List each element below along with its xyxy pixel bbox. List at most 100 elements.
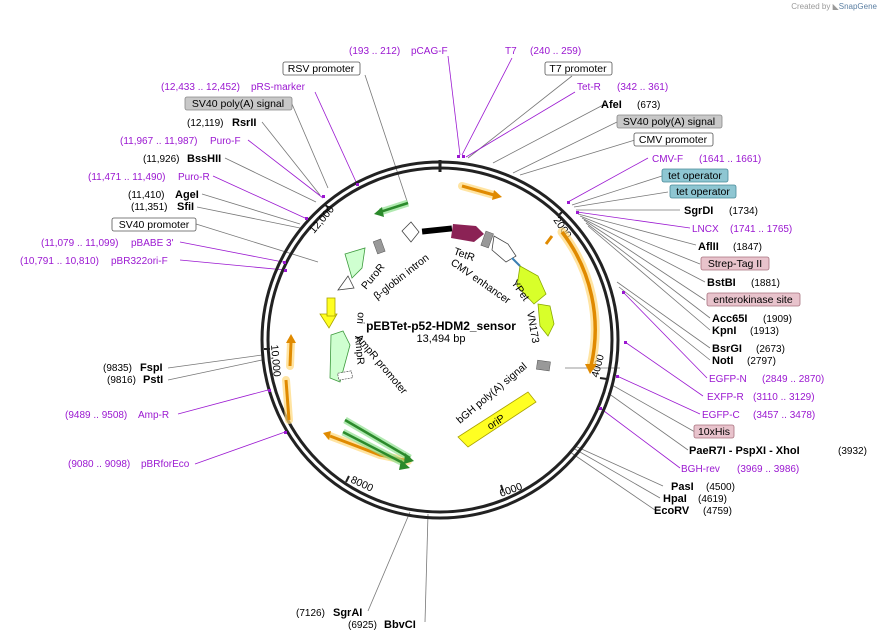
annotation-psti[interactable]: (9816) PstI bbox=[107, 374, 163, 386]
site-coord: (4500) bbox=[706, 482, 735, 493]
annotation-agei[interactable]: (11,410) AgeI bbox=[128, 189, 199, 201]
primer-name: Puro-R bbox=[178, 172, 210, 183]
annotation-rsv-promoter[interactable]: RSV promoter bbox=[282, 61, 361, 76]
annotation-10xhis[interactable]: 10xHis bbox=[693, 424, 735, 439]
site-coord: (1909) bbox=[763, 314, 792, 325]
site-name: Acc65I bbox=[712, 313, 747, 325]
primer-name: Puro-F bbox=[210, 136, 241, 147]
primer-name: EXFP-R bbox=[707, 392, 744, 403]
annotation-puro-r[interactable]: (11,471 .. 11,490) Puro-R bbox=[88, 172, 210, 183]
primer-name: pCAG-F bbox=[411, 46, 448, 57]
feature-label-vn173: VN173 bbox=[524, 310, 541, 344]
primer-name: EGFP-N bbox=[709, 374, 747, 385]
annotation-list: (193 .. 212) pCAG-F T7 (240 .. 259) RSV … bbox=[20, 46, 867, 631]
site-coord: (12,119) bbox=[187, 118, 224, 129]
primer-name: CMV-F bbox=[652, 154, 683, 165]
primer-range: (10,791 .. 10,810) bbox=[20, 256, 99, 267]
annotation-amp-r[interactable]: (9489 .. 9508) Amp-R bbox=[65, 410, 169, 421]
site-coord: (9835) bbox=[103, 363, 132, 374]
site-name: RsrII bbox=[232, 117, 256, 129]
annotation-sgrdi[interactable]: SgrDI (1734) bbox=[684, 205, 758, 217]
annotation-fspi[interactable]: (9835) FspI bbox=[103, 362, 163, 374]
feature-box-label: tet operator bbox=[676, 186, 730, 198]
annotation-enterokinase-site[interactable]: enterokinase site bbox=[706, 292, 801, 307]
annotation-sv40-polya-right[interactable]: SV40 poly(A) signal bbox=[616, 114, 723, 129]
annotation-kpni[interactable]: KpnI (1913) bbox=[712, 325, 779, 337]
annotation-egfp-n[interactable]: EGFP-N (2849 .. 2870) bbox=[709, 374, 824, 385]
annotation-pbr322ori-f[interactable]: (10,791 .. 10,810) pBR322ori-F bbox=[20, 256, 168, 267]
annotation-t7-promoter[interactable]: T7 promoter bbox=[544, 61, 613, 76]
feature-box-label: 10xHis bbox=[698, 426, 730, 438]
annotation-tet-operator-2[interactable]: tet operator bbox=[669, 184, 737, 199]
primer-range: (11,079 .. 11,099) bbox=[41, 238, 118, 249]
annotation-exfp-r[interactable]: EXFP-R (3110 .. 3129) bbox=[707, 392, 815, 403]
annotation-sgrai[interactable]: (7126) SgrAI bbox=[296, 607, 362, 619]
annotation-sv40-promoter[interactable]: SV40 promoter bbox=[111, 217, 197, 232]
primer-range: (9489 .. 9508) bbox=[65, 410, 127, 421]
site-coord: (11,926) bbox=[143, 154, 180, 165]
annotation-noti[interactable]: NotI (2797) bbox=[712, 355, 776, 367]
annotation-pasi[interactable]: PasI (4500) bbox=[671, 481, 735, 493]
annotation-lncx[interactable]: LNCX (1741 .. 1765) bbox=[692, 224, 792, 235]
annotation-sv40-polya-left[interactable]: SV40 poly(A) signal bbox=[184, 96, 293, 111]
annotation-acc65i[interactable]: Acc65I (1909) bbox=[712, 313, 792, 325]
primer-name: pRS-marker bbox=[251, 82, 306, 93]
site-coord: (1913) bbox=[750, 326, 779, 337]
plasmid-name: pEBTet-p52-HDM2_sensor bbox=[366, 319, 516, 333]
tick-labels: 2000 4000 6000 8000 10,000 12,000 bbox=[268, 203, 607, 499]
annotation-afei[interactable]: AfeI (673) bbox=[601, 99, 660, 111]
annotation-strep-tag-ii[interactable]: Strep-Tag II bbox=[700, 256, 770, 271]
annotation-cmv-f[interactable]: CMV-F (1641 .. 1661) bbox=[652, 154, 761, 165]
site-coord: (2797) bbox=[747, 356, 776, 367]
annotation-tet-operator-1[interactable]: tet operator bbox=[661, 168, 729, 183]
annotation-prs-marker[interactable]: (12,433 .. 12,452) pRS-marker bbox=[161, 82, 306, 93]
leader-lines bbox=[167, 55, 711, 623]
annotation-paer7i-pspxi-xhoi[interactable]: PaeR7I - PspXI - XhoI (3932) bbox=[689, 445, 867, 457]
site-coord: (7126) bbox=[296, 608, 325, 619]
annotation-aflii[interactable]: AflII (1847) bbox=[698, 241, 762, 253]
annotation-cmv-promoter[interactable]: CMV promoter bbox=[633, 132, 714, 147]
plasmid-length: 13,494 bp bbox=[417, 333, 466, 345]
site-coord: (673) bbox=[637, 100, 660, 111]
annotation-egfp-c[interactable]: EGFP-C (3457 .. 3478) bbox=[702, 410, 815, 421]
feature-box-label: tet operator bbox=[668, 170, 722, 182]
annotation-bsrgi[interactable]: BsrGI (2673) bbox=[712, 343, 785, 355]
primer-name: pBRforEco bbox=[141, 459, 190, 470]
site-name: BbvCI bbox=[384, 619, 416, 631]
site-coord: (1881) bbox=[751, 278, 780, 289]
annotation-t7-range[interactable]: (240 .. 259) bbox=[530, 46, 581, 57]
site-coord: (11,410) bbox=[128, 190, 165, 201]
annotation-puro-f[interactable]: (11,967 .. 11,987) Puro-F bbox=[120, 136, 241, 147]
credit-prefix: Created by bbox=[791, 2, 831, 11]
inner-features bbox=[319, 199, 555, 470]
primer-name: LNCX bbox=[692, 224, 719, 235]
credit-brand: SnapGene bbox=[838, 2, 877, 11]
site-name: BsrGI bbox=[712, 343, 742, 355]
annotation-bgh-rev[interactable]: BGH-rev (3969 .. 3986) bbox=[681, 464, 799, 475]
site-coord: (11,351) bbox=[131, 202, 168, 213]
annotation-ecorv[interactable]: EcoRV (4759) bbox=[654, 505, 732, 517]
snapgene-logo-icon: ◣ bbox=[832, 2, 839, 11]
annotation-bstbi[interactable]: BstBI (1881) bbox=[707, 277, 780, 289]
annotation-pbabe-3[interactable]: (11,079 .. 11,099) pBABE 3' bbox=[41, 238, 174, 249]
annotation-pbrforeco[interactable]: (9080 .. 9098) pBRforEco bbox=[68, 459, 190, 470]
feature-box-label: CMV promoter bbox=[639, 134, 708, 146]
annotation-hpai[interactable]: HpaI (4619) bbox=[663, 493, 727, 505]
primer-range: (1641 .. 1661) bbox=[699, 154, 761, 165]
site-coord: (4759) bbox=[703, 506, 732, 517]
annotation-pcag-f[interactable]: (193 .. 212) pCAG-F bbox=[349, 46, 448, 57]
feature-box-label: enterokinase site bbox=[713, 294, 793, 306]
annotation-t7-primer[interactable]: T7 bbox=[505, 46, 517, 57]
annotation-sfii[interactable]: (11,351) SfiI bbox=[131, 201, 194, 213]
primer-range: (12,433 .. 12,452) bbox=[161, 82, 240, 93]
annotation-rsrii[interactable]: (12,119) RsrII bbox=[187, 117, 256, 129]
annotation-bbvci[interactable]: (6925) BbvCI bbox=[348, 619, 416, 631]
site-coord: (2673) bbox=[756, 344, 785, 355]
site-coord: (4619) bbox=[698, 494, 727, 505]
feature-label-ori: ori bbox=[354, 312, 367, 325]
primer-range: (9080 .. 9098) bbox=[68, 459, 130, 470]
annotation-tet-r[interactable]: Tet-R (342 .. 361) bbox=[577, 82, 668, 93]
tick-label-10000: 10,000 bbox=[268, 344, 283, 377]
site-coord: (1734) bbox=[729, 206, 758, 217]
annotation-bsshii[interactable]: (11,926) BssHII bbox=[143, 153, 221, 165]
